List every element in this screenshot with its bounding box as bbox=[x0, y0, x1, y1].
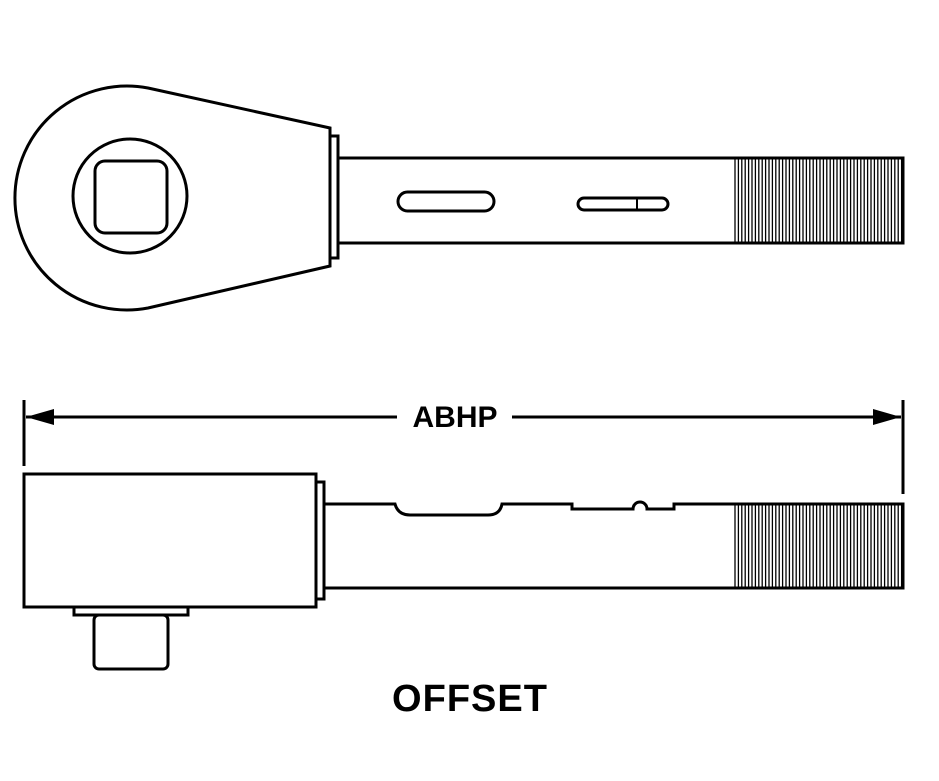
knurled-grip-top bbox=[734, 159, 903, 242]
top-view bbox=[13, 84, 905, 312]
dimension-label: ABHP bbox=[412, 401, 497, 434]
head-block bbox=[22, 472, 318, 609]
side-view bbox=[22, 472, 905, 671]
handle-slot-long bbox=[396, 190, 496, 213]
square-drive-stub bbox=[92, 613, 170, 671]
handle-slot-short bbox=[576, 196, 670, 212]
dimension-line bbox=[22, 400, 905, 494]
arrowhead-right bbox=[873, 409, 901, 425]
ratchet-head-outline bbox=[13, 84, 332, 312]
knurled-grip-side bbox=[734, 505, 903, 587]
drive-boss-circle bbox=[71, 137, 189, 255]
handle-shaft bbox=[336, 156, 905, 245]
side-collar bbox=[314, 480, 326, 601]
square-drive bbox=[93, 159, 169, 235]
handle-profile bbox=[324, 500, 905, 590]
drawing-caption: OFFSET bbox=[392, 678, 548, 720]
arrowhead-left bbox=[26, 409, 54, 425]
